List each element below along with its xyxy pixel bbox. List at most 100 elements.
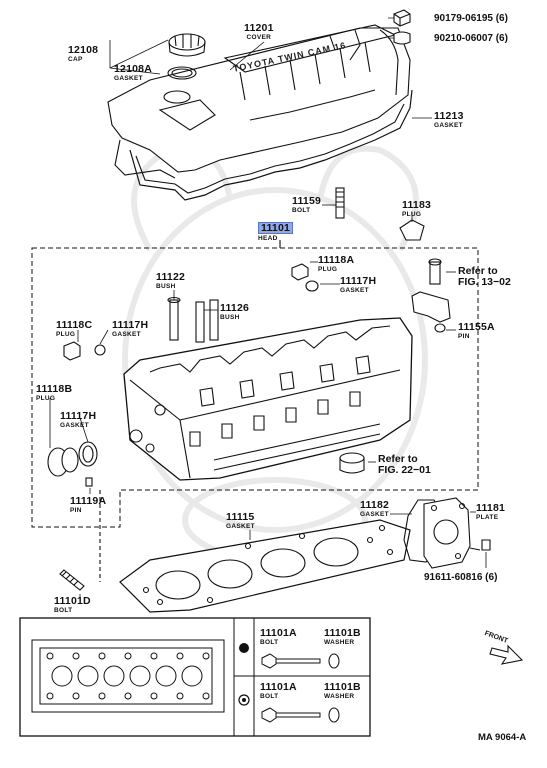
label-bush-11126: 11126 BUSH xyxy=(220,303,249,323)
label-plate: 11181 PLATE xyxy=(476,503,505,523)
label-cap-gasket: 12108A GASKET xyxy=(114,64,152,84)
part-number: 11213 xyxy=(434,110,464,122)
cylinder-head-drawing xyxy=(123,317,413,481)
part-name: PLUG xyxy=(56,331,76,338)
part-number: 11101D xyxy=(54,595,91,607)
part-name: COVER xyxy=(246,34,272,41)
part-name: GASKET xyxy=(226,523,255,530)
part-name: GASKET xyxy=(112,331,141,338)
part-name: GASKET xyxy=(60,422,89,429)
part-name: PLUG xyxy=(36,395,56,402)
label-nut: 90179-06195 (6) xyxy=(434,13,508,24)
part-number: 11101A xyxy=(260,627,297,639)
reference-prefix: Refer to xyxy=(458,265,498,277)
label-plug-11118b: 11118B PLUG xyxy=(36,384,72,404)
label-head-gasket: 11115 GASKET xyxy=(226,512,255,532)
camshaft-seal-drawing xyxy=(339,452,365,474)
label-grommet: 90210-06007 (6) xyxy=(434,33,508,44)
label-gasket-11117h-top: 11117H GASKET xyxy=(340,276,376,296)
plug-11118b-drawing xyxy=(47,441,98,477)
label-bolt-91611: 91611-60816 (6) xyxy=(424,572,498,583)
label-gasket-11117h-left: 11117H GASKET xyxy=(112,320,148,340)
part-number: 11183 xyxy=(402,199,432,211)
label-legend-bolt-1: 11101A BOLT xyxy=(260,628,297,648)
label-bush: 11122 BUSH xyxy=(156,272,185,292)
valve-guide-bushes-drawing xyxy=(167,296,219,343)
label-pin-11155a: 11155A PIN xyxy=(458,322,495,342)
plug-11183-drawing xyxy=(399,219,425,241)
ring-dot-icon xyxy=(238,694,250,706)
cover-gasket-drawing xyxy=(129,89,413,201)
front-arrow-icon xyxy=(489,644,524,665)
part-name: BOLT xyxy=(54,607,73,614)
label-cover-gasket: 11213 GASKET xyxy=(434,111,464,131)
part-number-highlighted: 11101 xyxy=(258,222,294,234)
head-assembly-boundary xyxy=(31,247,479,528)
part-number: 11122 xyxy=(156,271,186,283)
part-number: 11117H xyxy=(340,275,377,287)
part-name: GASKET xyxy=(434,122,463,129)
diagram-code: MA 9064-A xyxy=(478,732,527,743)
label-plug-11118c: 11118C PLUG xyxy=(56,320,92,340)
part-name: BUSH xyxy=(156,283,176,290)
part-number: 11182 xyxy=(360,499,390,511)
legend-box xyxy=(19,617,371,737)
part-name: GASKET xyxy=(360,511,389,518)
part-name: WASHER xyxy=(324,693,355,700)
label-gasket-11117h-low: 11117H GASKET xyxy=(60,411,96,431)
part-number: 11101B xyxy=(324,627,361,639)
part-number: 11117H xyxy=(60,410,97,422)
part-number: 11115 xyxy=(226,511,255,523)
label-cover: 11201 COVER xyxy=(244,23,274,43)
part-number: 11155A xyxy=(458,321,495,333)
leader-lines xyxy=(49,17,487,598)
part-name: HEAD xyxy=(258,235,278,242)
part-number: 12108A xyxy=(114,63,152,75)
part-number: 11126 xyxy=(220,302,250,314)
label-plug-top: 11183 PLUG xyxy=(402,200,431,220)
pin-11119a-drawing xyxy=(85,477,93,487)
bracket-drawing xyxy=(411,258,451,333)
label-cap: 12108 CAP xyxy=(68,45,98,65)
part-number: 12108 xyxy=(68,44,99,56)
plug-11118a-drawing xyxy=(291,263,319,292)
part-name: PIN xyxy=(458,333,470,340)
part-name: PLATE xyxy=(476,514,499,521)
label-gasket-11182: 11182 GASKET xyxy=(360,500,389,520)
part-name: WASHER xyxy=(324,639,355,646)
part-number: 11201 xyxy=(244,22,274,34)
part-number: 11159 xyxy=(292,195,322,207)
label-head: 11101 HEAD xyxy=(258,222,294,244)
head-gasket-11115-drawing xyxy=(119,519,411,613)
part-number: 11117H xyxy=(112,319,149,331)
part-name: PIN xyxy=(70,507,82,514)
reference-figure: FIG. 13−02 xyxy=(458,276,511,288)
part-name: PLUG xyxy=(402,211,422,218)
part-number: 11118B xyxy=(36,383,73,395)
part-number: 11118A xyxy=(318,254,355,266)
label-legend-bolt-2: 11101A BOLT xyxy=(260,682,297,702)
label-pin-11119a: 11119A PIN xyxy=(70,496,106,516)
part-name: BOLT xyxy=(292,207,311,214)
part-number: 11119A xyxy=(70,495,107,507)
label-bolt-top: 11159 BOLT xyxy=(292,196,321,216)
part-number: 11101B xyxy=(324,681,361,693)
label-stud-11101d: 11101D BOLT xyxy=(54,596,91,616)
part-name: GASKET xyxy=(114,75,143,82)
label-plug-11118a: 11118A PLUG xyxy=(318,255,354,275)
reference-figure: FIG. 22−01 xyxy=(378,464,431,476)
oil-filler-cap-drawing xyxy=(163,33,206,104)
solid-dot-icon xyxy=(239,643,249,653)
part-name: PLUG xyxy=(318,266,338,273)
part-number: 11181 xyxy=(476,502,506,514)
label-legend-washer-2: 11101B WASHER xyxy=(324,682,361,702)
plug-11118c-drawing xyxy=(63,341,106,361)
part-number: 11101A xyxy=(260,681,297,693)
stud-bolt-11101d-drawing xyxy=(59,569,85,591)
label-legend-washer-1: 11101B WASHER xyxy=(324,628,361,648)
reference-prefix: Refer to xyxy=(378,453,418,465)
reference-fig-22: Refer to FIG. 22−01 xyxy=(378,454,431,476)
rear-plate-drawing xyxy=(403,497,491,569)
part-name: GASKET xyxy=(340,287,369,294)
